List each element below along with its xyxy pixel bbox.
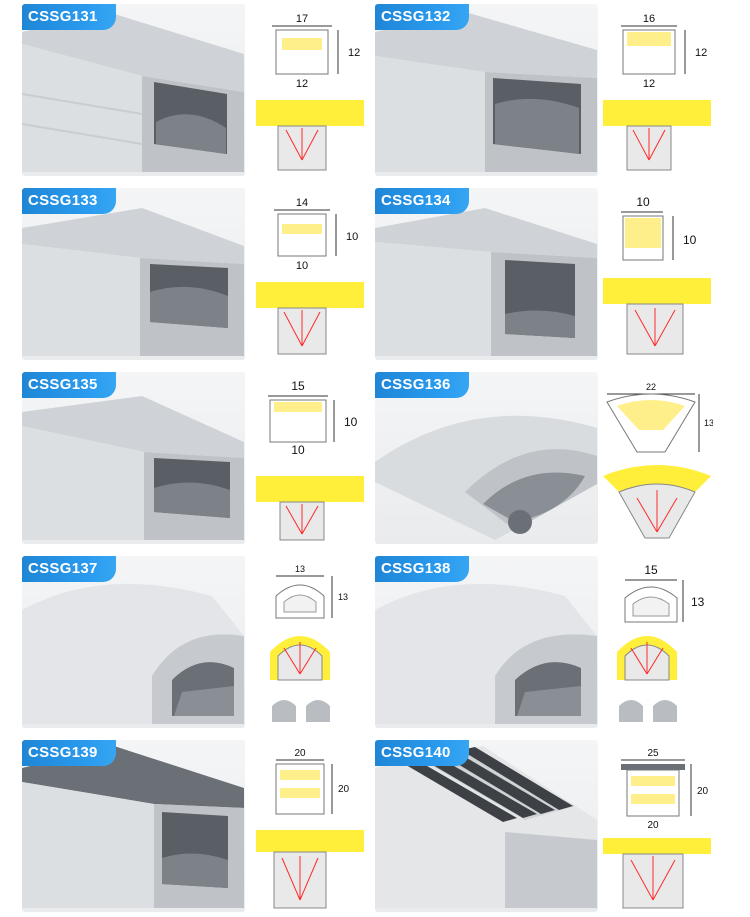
model-label: CSSG135 xyxy=(22,372,116,398)
product-photo-cssg136[interactable]: CSSG136 xyxy=(375,372,598,544)
bottom-width-label: 20 xyxy=(647,820,659,831)
cross-section-diagram: 10 10 xyxy=(603,195,711,355)
product-cell-cssg137: CSSG137 13 13 xyxy=(0,552,375,735)
product-cell-cssg139: CSSG139 20 20 xyxy=(0,736,375,917)
model-label: CSSG131 xyxy=(22,4,116,30)
top-width-label: 15 xyxy=(644,563,658,577)
top-width-label: 25 xyxy=(647,748,659,759)
cross-section-diagram: 20 20 xyxy=(256,748,364,909)
cross-section-diagram: 15 13 xyxy=(617,563,705,722)
top-width-label: 22 xyxy=(646,382,656,392)
top-width-label: 17 xyxy=(296,13,308,25)
product-cell-cssg136: CSSG136 22 13 xyxy=(375,368,750,551)
bottom-width-label: 10 xyxy=(291,443,305,457)
product-cell-cssg138: CSSG138 15 13 xyxy=(375,552,750,735)
height-label: 10 xyxy=(344,415,358,429)
height-label: 13 xyxy=(338,592,348,602)
cross-section-diagram: 17 12 12 xyxy=(256,13,364,171)
height-label: 10 xyxy=(346,231,358,243)
product-photo-cssg131[interactable]: CSSG131 xyxy=(22,4,245,176)
profile-render-channel xyxy=(22,12,244,172)
model-label: CSSG138 xyxy=(375,556,469,582)
height-label: 20 xyxy=(338,784,350,795)
product-cell-cssg135: CSSG135 15 10 10 xyxy=(0,368,375,551)
cross-section-diagram: 25 20 20 xyxy=(603,748,711,909)
top-width-label: 15 xyxy=(291,379,305,393)
top-width-label: 20 xyxy=(294,748,306,759)
bottom-width-label: 10 xyxy=(296,260,308,272)
height-label: 10 xyxy=(683,233,697,247)
product-cell-cssg133: CSSG133 14 10 10 xyxy=(0,184,375,367)
product-cell-cssg134: CSSG134 10 10 xyxy=(375,184,750,367)
top-width-label: 14 xyxy=(296,197,308,209)
top-width-label: 10 xyxy=(636,195,650,209)
height-label: 13 xyxy=(691,595,705,609)
profile-render-channel xyxy=(375,583,597,724)
top-width-label: 13 xyxy=(295,564,305,574)
profile-render-channel xyxy=(22,746,244,908)
bottom-width-label: 12 xyxy=(643,78,655,90)
product-cell-cssg140: CSSG140 25 20 20 xyxy=(375,736,750,917)
model-label: CSSG140 xyxy=(375,740,469,766)
model-label: CSSG132 xyxy=(375,4,469,30)
product-photo-cssg140[interactable]: CSSG140 xyxy=(375,740,598,912)
product-cell-cssg132: CSSG132 16 12 12 xyxy=(375,0,750,183)
product-photo-cssg137[interactable]: CSSG137 xyxy=(22,556,245,728)
model-label: CSSG137 xyxy=(22,556,116,582)
cross-section-diagram: 14 10 10 xyxy=(256,197,364,355)
height-label: 13 xyxy=(704,418,713,428)
cross-section-diagram: 22 13 xyxy=(603,382,713,539)
bottom-width-label: 12 xyxy=(296,78,308,90)
model-label: CSSG139 xyxy=(22,740,116,766)
profile-render-channel xyxy=(22,583,244,724)
profile-render-channel xyxy=(375,12,597,172)
model-label: CSSG136 xyxy=(375,372,469,398)
top-width-label: 16 xyxy=(643,13,655,25)
height-label: 20 xyxy=(697,786,709,797)
profile-render-channel xyxy=(22,208,244,356)
profile-render-channel xyxy=(375,415,597,540)
model-label: CSSG133 xyxy=(22,188,116,214)
model-label: CSSG134 xyxy=(375,188,469,214)
product-photo-cssg135[interactable]: CSSG135 xyxy=(22,372,245,544)
cross-section-diagram: 13 13 xyxy=(270,564,348,722)
height-label: 12 xyxy=(695,47,707,59)
profile-render-channel xyxy=(375,208,597,356)
product-photo-cssg134[interactable]: CSSG134 xyxy=(375,188,598,360)
cross-section-diagram: 16 12 12 xyxy=(603,13,711,171)
height-label: 12 xyxy=(348,47,360,59)
product-photo-cssg133[interactable]: CSSG133 xyxy=(22,188,245,360)
product-photo-cssg138[interactable]: CSSG138 xyxy=(375,556,598,728)
product-photo-cssg132[interactable]: CSSG132 xyxy=(375,4,598,176)
cross-section-diagram: 15 10 10 xyxy=(256,379,364,541)
product-photo-cssg139[interactable]: CSSG139 xyxy=(22,740,245,912)
product-cell-cssg131: CSSG131 17 12 12 xyxy=(0,0,375,183)
profile-render-channel xyxy=(22,396,244,540)
